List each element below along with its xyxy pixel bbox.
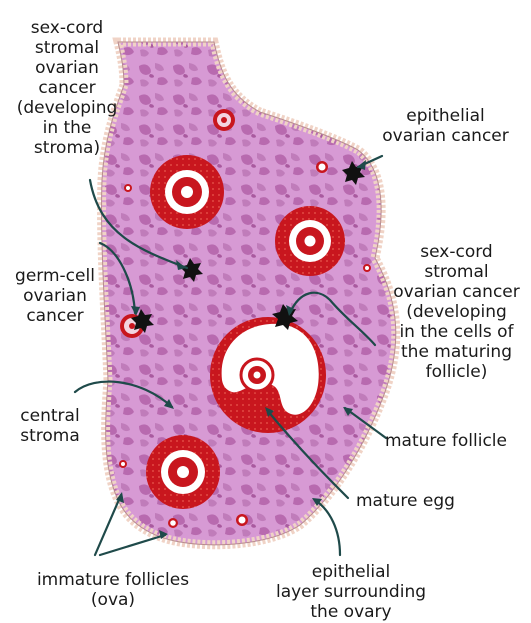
label-central-stroma: central stroma xyxy=(2,406,98,446)
label-epithelial-layer: epithelial layer surrounding the ovary xyxy=(256,562,446,622)
label-sex-cord-stromal-stroma: sex-cord stromal ovarian cancer (develop… xyxy=(2,18,132,158)
label-immature-follicles: immature follicles (ova) xyxy=(2,570,224,610)
label-epithelial-ovarian-cancer: epithelial ovarian cancer xyxy=(368,106,523,146)
ovary-body xyxy=(102,42,396,545)
label-mature-follicle: mature follicle xyxy=(385,431,531,451)
leader-line xyxy=(100,535,165,555)
follicle-lower-left xyxy=(146,435,220,509)
follicle-right xyxy=(275,206,345,276)
label-mature-egg: mature egg xyxy=(356,491,476,511)
follicle-upper-left xyxy=(150,155,224,229)
label-sex-cord-stromal-follicle: sex-cord stromal ovarian cancer (develop… xyxy=(385,242,528,382)
leader-line xyxy=(95,495,121,555)
label-germ-cell-ovarian-cancer: germ-cell ovarian cancer xyxy=(2,266,108,326)
